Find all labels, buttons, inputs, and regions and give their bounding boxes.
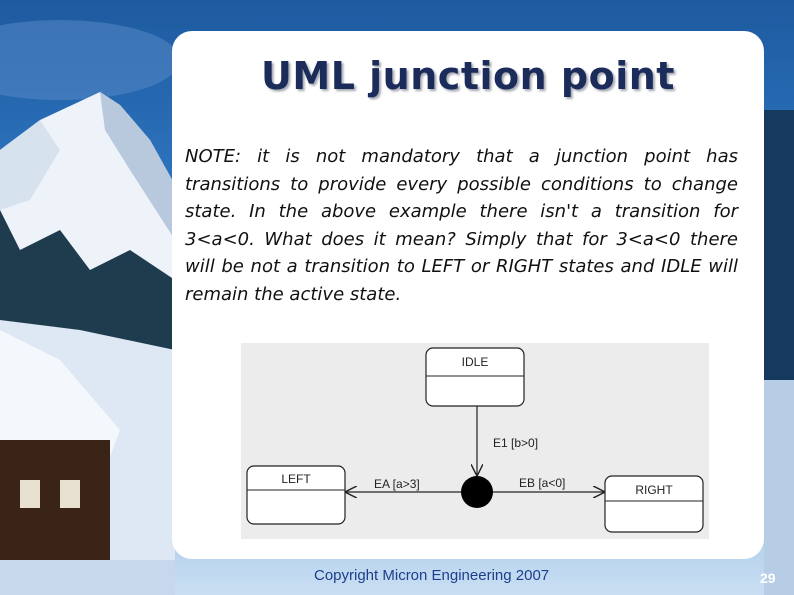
state-diagram: IDLE LEFT RIGHT E1 [b>0] EA [a>3] EB [a<…	[241, 343, 709, 539]
note-paragraph: NOTE: it is not mandatory that a junctio…	[185, 146, 738, 305]
state-left-label: LEFT	[281, 472, 311, 486]
state-diagram-svg: IDLE LEFT RIGHT E1 [b>0] EA [a>3] EB [a<…	[246, 347, 704, 533]
transition-eb-label: EB [a<0]	[519, 476, 565, 490]
state-idle-label: IDLE	[462, 355, 489, 369]
state-right-label: RIGHT	[635, 483, 673, 497]
state-right: RIGHT	[604, 475, 704, 533]
transition-ea-label: EA [a>3]	[374, 477, 420, 491]
slide-title: UML junction point	[261, 54, 675, 98]
junction-point	[461, 476, 493, 508]
transition-e1-label: E1 [b>0]	[493, 436, 538, 450]
page-number: 29	[760, 570, 776, 586]
copyright-footer: Copyright Micron Engineering 2007	[314, 567, 550, 584]
state-idle: IDLE	[425, 347, 525, 407]
state-left: LEFT	[246, 465, 346, 525]
